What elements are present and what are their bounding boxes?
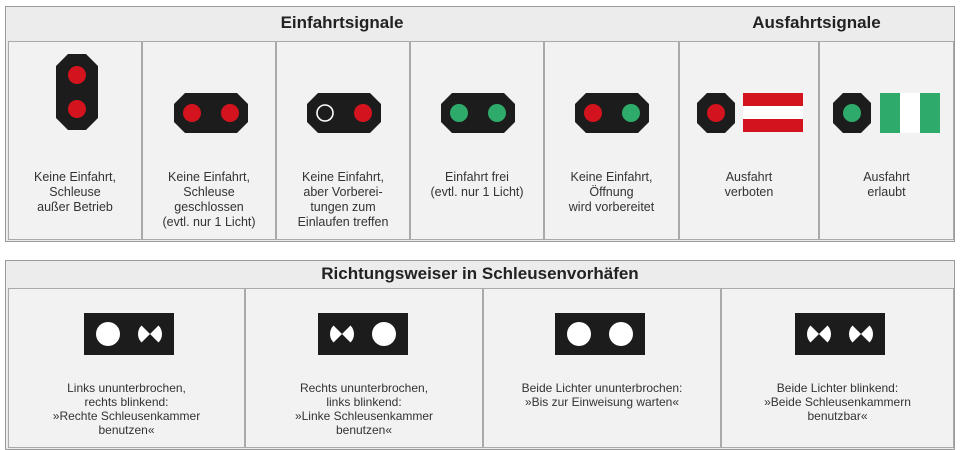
exit-signals-header: Ausfahrtsignale bbox=[679, 7, 954, 39]
direction-caption-3: Beide Lichter ununterbrochen: »Bis zur E… bbox=[521, 381, 683, 409]
entry-signal-cell-3: Keine Einfahrt, aber Vorberei- tungen zu… bbox=[276, 41, 410, 240]
exit-signal-cell-2: Ausfahrt erlaubt bbox=[819, 41, 954, 240]
direction-signal-cell-4: Beide Lichter blinkend: »Beide Schleusen… bbox=[721, 288, 954, 448]
entry-caption-2: Keine Einfahrt, Schleuse geschlossen (ev… bbox=[162, 170, 256, 229]
entry-signal-cell-5: Keine Einfahrt, Öffnung wird vorbereitet bbox=[544, 41, 679, 240]
entry-signal-cell-1: Keine Einfahrt, Schleuse außer Betrieb bbox=[8, 41, 142, 240]
exit-caption-2: Ausfahrt erlaubt bbox=[863, 170, 910, 199]
entry-signal-cell-4: Einfahrt frei (evtl. nur 1 Licht) bbox=[410, 41, 544, 240]
direction-caption-1: Links ununterbrochen, rechts blinkend: »… bbox=[52, 381, 201, 437]
entry-signal-cell-2: Keine Einfahrt, Schleuse geschlossen (ev… bbox=[142, 41, 276, 240]
entry-caption-3: Keine Einfahrt, aber Vorberei- tungen zu… bbox=[297, 170, 389, 229]
signal-red-red-vertical-icon bbox=[56, 54, 98, 130]
exit-signal-cell-1: Ausfahrt verboten bbox=[679, 41, 819, 240]
entry-caption-1: Keine Einfahrt, Schleuse außer Betrieb bbox=[34, 170, 116, 214]
entry-caption-4: Einfahrt frei (evtl. nur 1 Licht) bbox=[430, 170, 524, 199]
entry-caption-5: Keine Einfahrt, Öffnung wird vorbereitet bbox=[568, 170, 655, 214]
entry-signals-header: Einfahrtsignale bbox=[6, 7, 678, 39]
signal-green-with-green-white-green-bars-icon bbox=[833, 93, 940, 133]
signal-white-steady-white-steady-icon bbox=[555, 313, 645, 355]
signal-red-with-red-white-red-bars-icon bbox=[697, 93, 803, 133]
signal-red-red-icon bbox=[174, 93, 248, 133]
direction-caption-4: Beide Lichter blinkend: »Beide Schleusen… bbox=[764, 381, 911, 423]
exit-caption-1: Ausfahrt verboten bbox=[724, 170, 774, 199]
direction-signal-cell-2: Rechts ununterbrochen, links blinkend: »… bbox=[245, 288, 483, 448]
signal-white-red-icon bbox=[307, 93, 381, 133]
direction-signal-cell-1: Links ununterbrochen, rechts blinkend: »… bbox=[8, 288, 245, 448]
direction-signal-cell-3: Beide Lichter ununterbrochen: »Bis zur E… bbox=[483, 288, 721, 448]
direction-signals-header: Richtungsweiser in Schleusenvorhäfen bbox=[6, 261, 954, 287]
direction-caption-2: Rechts ununterbrochen, links blinkend: »… bbox=[294, 381, 434, 437]
signal-white-flashing-white-steady-icon bbox=[318, 313, 408, 355]
signal-red-green-icon bbox=[575, 93, 649, 133]
signal-white-steady-white-flashing-icon bbox=[84, 313, 174, 355]
signal-white-flashing-white-flashing-icon bbox=[795, 313, 885, 355]
signal-green-green-icon bbox=[441, 93, 515, 133]
